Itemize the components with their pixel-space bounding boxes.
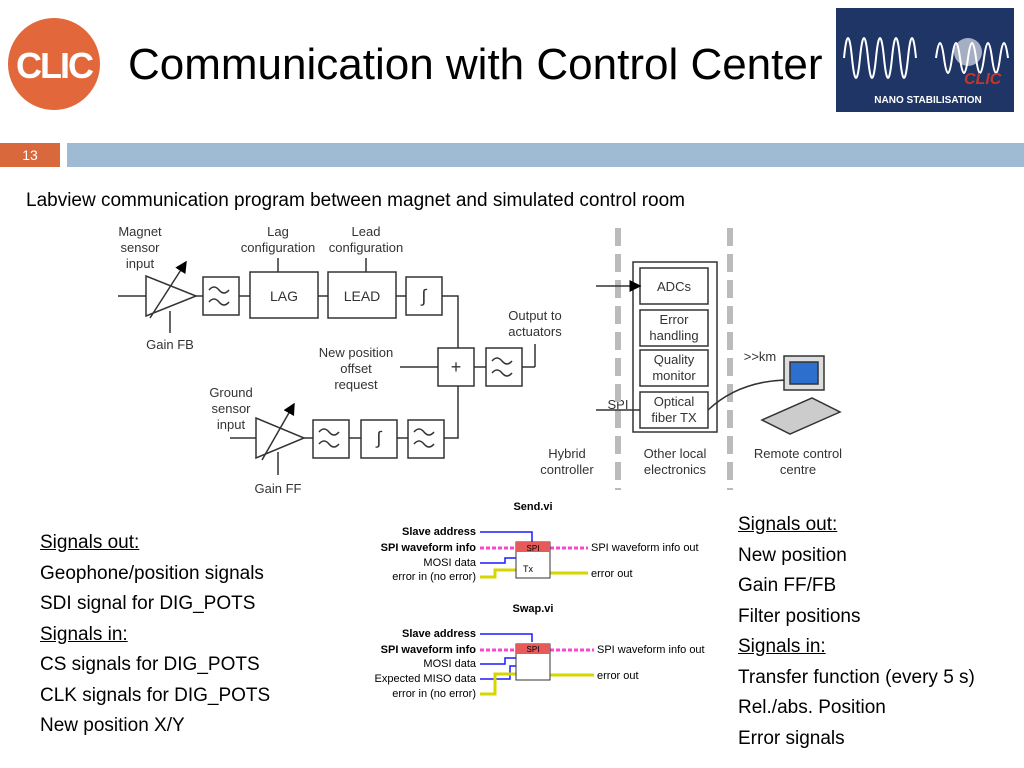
hybrid-controller-label-2: controller (540, 462, 594, 477)
list-item: Gain FF/FB (738, 575, 837, 596)
swap-error-in: error in (no error) (392, 688, 476, 700)
clic-logo-text: CLIC (16, 45, 94, 86)
new-position-label-3: request (334, 377, 378, 392)
right-signals-in-heading: Signals in: (738, 636, 826, 657)
filter-icon (413, 428, 435, 436)
swap-slave-address: Slave address (402, 628, 476, 640)
swap-spi-label: SPI (527, 645, 540, 654)
adcs-block: ADCs (657, 279, 691, 294)
send-error-out: error out (591, 568, 633, 580)
send-spi-label: SPI (527, 544, 540, 553)
send-mosi-data: MOSI data (423, 557, 476, 569)
magnet-sensor-label-3: input (126, 256, 155, 271)
filter-icon (491, 357, 513, 365)
left-signal-list: Signals out: Geophone/position signals S… (40, 528, 270, 742)
swap-expected-miso: Expected MISO data (375, 673, 477, 685)
left-signals-out-heading: Signals out: (40, 532, 140, 553)
quality-monitor-block-2: monitor (652, 368, 696, 383)
list-item: CS signals for DIG_POTS (40, 654, 260, 675)
left-signals-in-heading: Signals in: (40, 623, 128, 645)
lead-block: LEAD (344, 288, 381, 304)
send-error-in: error in (no error) (392, 571, 476, 583)
list-item: New position X/Y (40, 715, 185, 736)
list-item: Rel./abs. Position (738, 697, 886, 718)
lead-config-label-2: configuration (329, 240, 403, 255)
other-electronics-label-2: electronics (644, 462, 707, 477)
send-tx-label: Tx (523, 564, 533, 574)
swap-error-out: error out (597, 670, 639, 682)
lead-config-label-1: Lead (352, 224, 381, 239)
slide-subtitle: Labview communication program between ma… (26, 190, 686, 211)
sum-block: + (451, 357, 462, 377)
swap-spi-waveform-out: SPI waveform info out (597, 644, 705, 656)
swap-spi-waveform-info: SPI waveform info (381, 644, 477, 656)
list-item: SDI signal for DIG_POTS (40, 593, 256, 614)
waveform-icon: CLIC NANO STABILISATION (836, 8, 1014, 112)
gain-fb-label: Gain FB (146, 337, 194, 352)
gain-ff-label: Gain FF (255, 481, 302, 496)
list-item: Filter positions (738, 605, 861, 627)
hybrid-controller-label-1: Hybrid (548, 446, 586, 461)
right-signals-out-heading: Signals out: (738, 514, 838, 535)
clic-logo: CLIC (8, 18, 100, 110)
send-spi-waveform-out: SPI waveform info out (591, 542, 699, 554)
swap-vi-title: Swap.vi (513, 603, 554, 615)
ground-sensor-label-1: Ground (209, 385, 252, 400)
ground-sensor-label-2: sensor (211, 401, 251, 416)
lag-block: LAG (270, 288, 298, 304)
lag-config-label-1: Lag (267, 224, 289, 239)
nano-stabilisation-logo: CLIC NANO STABILISATION (836, 8, 1014, 112)
list-item: CLK signals for DIG_POTS (40, 684, 271, 706)
optical-tx-block-2: fiber TX (651, 410, 697, 425)
quality-monitor-block-1: Quality (654, 352, 695, 367)
output-label-1: Output to (508, 308, 561, 323)
list-item: Transfer function (every 5 s) (738, 666, 975, 688)
magnet-sensor-label-1: Magnet (118, 224, 162, 239)
km-label: >>km (744, 349, 777, 364)
list-item: Geophone/position signals (40, 562, 264, 584)
filter-icon (208, 286, 230, 294)
new-position-label-2: offset (340, 361, 372, 376)
magnet-sensor-label-2: sensor (120, 240, 160, 255)
send-vi-title: Send.vi (513, 501, 552, 513)
filter-icon (318, 428, 340, 436)
remote-control-label-2: centre (780, 462, 816, 477)
logo-clic-text: CLIC (964, 71, 1002, 88)
logo-subtext: NANO STABILISATION (874, 95, 981, 106)
list-item: Error signals (738, 727, 845, 749)
error-handling-block-1: Error (660, 312, 690, 327)
send-spi-waveform-info: SPI waveform info (381, 542, 477, 554)
header-band (67, 143, 1024, 167)
integrator-block: ∫ (420, 286, 428, 306)
page-title: Communication with Control Center (128, 40, 823, 89)
spi-label: SPI (608, 397, 629, 412)
integrator-block-2: ∫ (375, 428, 383, 448)
new-position-label-1: New position (319, 345, 393, 360)
swap-mosi-data: MOSI data (423, 658, 476, 670)
ground-sensor-label-3: input (217, 417, 246, 432)
lag-config-label-2: configuration (241, 240, 315, 255)
output-label-2: actuators (508, 324, 562, 339)
remote-control-label-1: Remote control (754, 446, 842, 461)
optical-tx-block-1: Optical (654, 394, 695, 409)
send-slave-address: Slave address (402, 526, 476, 538)
slide-number: 13 (0, 143, 60, 167)
error-handling-block-2: handling (649, 328, 698, 343)
other-electronics-label-1: Other local (644, 446, 707, 461)
list-item: New position (738, 544, 847, 566)
right-signal-list: Signals out: New position Gain FF/FB Fil… (738, 510, 975, 754)
